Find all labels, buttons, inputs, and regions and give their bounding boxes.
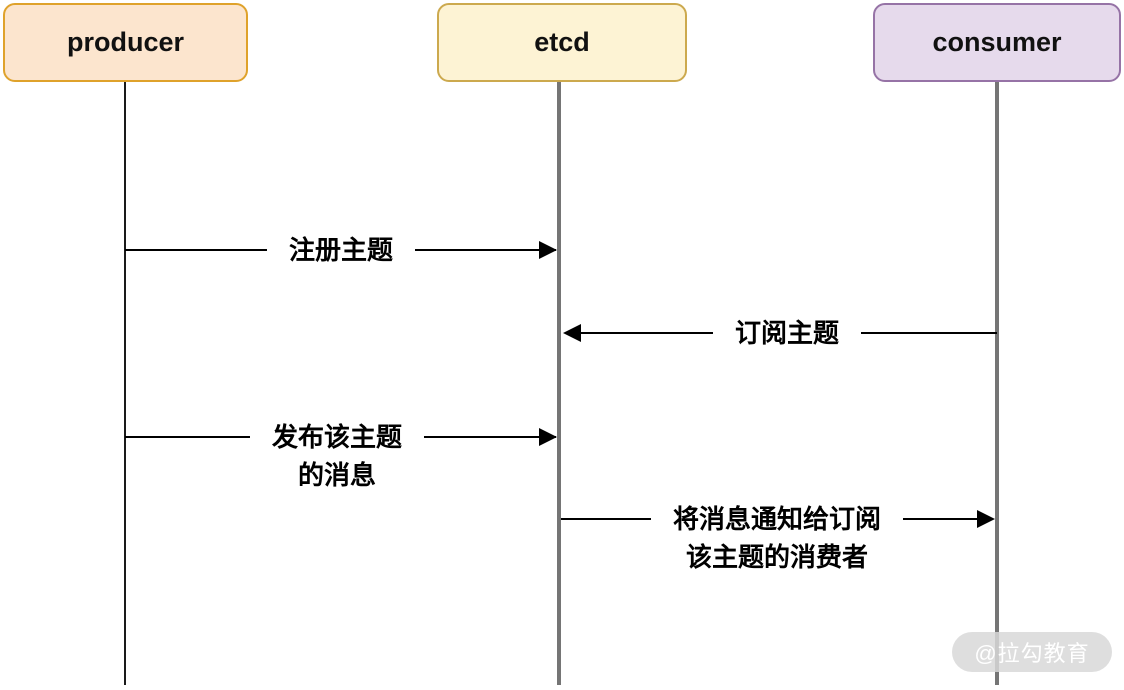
arrowhead-right-icon [977,510,995,528]
message-text: 的消息 [297,460,377,490]
message-text: 订阅主题 [734,318,840,348]
actor-box-consumer: consumer [873,3,1121,82]
message-label-register-topic: 注册主题 [266,231,416,269]
actor-label-consumer: consumer [932,27,1062,57]
watermark-text: @拉勾教育 [974,641,1090,666]
watermark-badge: @拉勾教育 [952,632,1112,672]
message-text: 将消息通知给订阅 [672,504,882,534]
lifeline-producer [124,82,126,685]
actor-box-etcd: etcd [437,3,687,82]
actor-label-producer: producer [66,27,185,57]
lifeline-etcd [557,82,561,685]
actor-box-producer: producer [3,3,248,82]
message-text: 该主题的消费者 [685,542,869,572]
message-label-publish-message: 发布该主题 的消息 [249,418,425,494]
message-label-subscribe-topic: 订阅主题 [712,314,862,352]
message-text: 发布该主题 [271,422,403,452]
arrowhead-left-icon [563,324,581,342]
arrowhead-right-icon [539,241,557,259]
message-label-notify-subscribers: 将消息通知给订阅 该主题的消费者 [650,500,904,576]
lifeline-consumer [995,82,999,685]
actor-label-etcd: etcd [534,27,590,57]
message-text: 注册主题 [288,235,394,265]
arrowhead-right-icon [539,428,557,446]
